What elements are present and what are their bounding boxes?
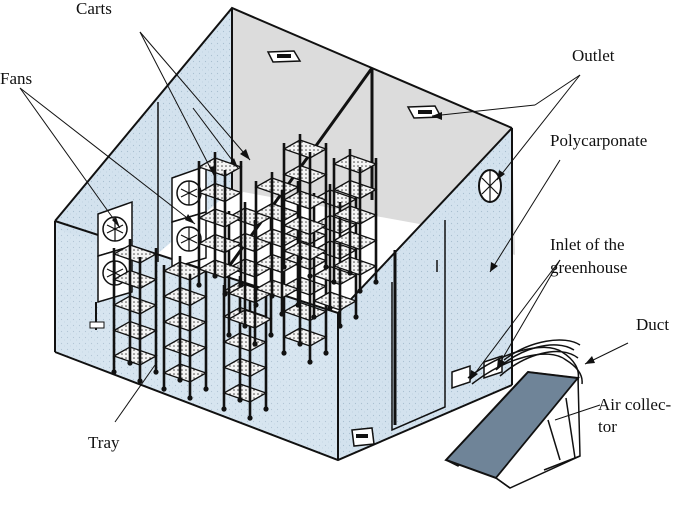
cart-wheel — [357, 288, 363, 294]
label-air-collector-line2: tor — [598, 417, 617, 436]
cart-wheel — [373, 279, 379, 285]
cart-wheel — [196, 282, 202, 288]
labels: Carts Fans Outlet Polycarponate Inlet of… — [0, 0, 671, 452]
cart-icon — [331, 149, 379, 294]
ducts — [467, 339, 583, 385]
cart-wheel — [327, 305, 333, 311]
cart-wheel — [337, 323, 343, 329]
cart-wheel — [311, 314, 317, 320]
cart-wheel — [187, 395, 193, 401]
cart-wheel — [297, 255, 303, 261]
cart-wheel — [177, 377, 183, 383]
cart-wheel — [221, 406, 227, 412]
cart-wheel — [242, 323, 248, 329]
leader-lines — [19, 31, 629, 423]
cart-wheel — [268, 332, 274, 338]
cart-icon — [281, 134, 329, 279]
cart-icon — [161, 256, 209, 401]
cart-wheel — [247, 415, 253, 421]
cart-icon — [111, 239, 159, 384]
fans — [89, 164, 207, 330]
label-inlet-line1: Inlet of the — [550, 235, 625, 254]
outlet-vents — [266, 50, 443, 447]
fan-icon — [171, 164, 207, 224]
cart-wheel — [307, 359, 313, 365]
cart-wheel — [323, 264, 329, 270]
cart-wheel — [161, 386, 167, 392]
cart-wheel — [237, 397, 243, 403]
label-inlet-line2: greenhouse — [550, 258, 627, 277]
cart-wheel — [281, 264, 287, 270]
cart-wheel — [212, 273, 218, 279]
door — [391, 220, 446, 432]
cart-wheel — [353, 314, 359, 320]
cart-wheel — [307, 273, 313, 279]
label-polycarbonate: Polycarponate — [550, 131, 647, 150]
cart-wheel — [295, 302, 301, 308]
cart-wheel — [253, 302, 259, 308]
label-tray: Tray — [88, 433, 120, 452]
cart-wheel — [252, 341, 258, 347]
cart-wheel — [153, 369, 159, 375]
cart-wheel — [222, 291, 228, 297]
cart-wheel — [279, 311, 285, 317]
vent-icon — [451, 364, 471, 390]
cart-wheel — [137, 378, 143, 384]
cart-wheel — [226, 332, 232, 338]
label-fans: Fans — [0, 69, 32, 88]
cart-wheel — [297, 341, 303, 347]
cart-wheel — [331, 279, 337, 285]
cart-wheel — [323, 350, 329, 356]
cart-wheel — [203, 386, 209, 392]
label-air-collector-line1: Air collec- — [598, 395, 671, 414]
arrowheads — [112, 112, 595, 380]
carts — [111, 134, 379, 421]
cart-icon — [253, 172, 301, 317]
air-collector — [444, 370, 581, 489]
fan-icon — [97, 200, 133, 258]
cart-wheel — [111, 369, 117, 375]
cart-wheel — [281, 350, 287, 356]
cart-wheel — [347, 270, 353, 276]
fan-icon — [478, 169, 502, 203]
cart-wheel — [269, 293, 275, 299]
vent-icon — [351, 427, 375, 447]
label-carts: Carts — [76, 0, 112, 18]
vent-icon — [266, 50, 302, 63]
cart-wheel — [263, 406, 269, 412]
cart-wheel — [238, 282, 244, 288]
cart-icon — [196, 152, 244, 297]
label-duct: Duct — [636, 315, 669, 334]
cart-wheel — [127, 360, 133, 366]
label-outlet: Outlet — [572, 46, 615, 65]
fan-icon — [171, 210, 207, 270]
